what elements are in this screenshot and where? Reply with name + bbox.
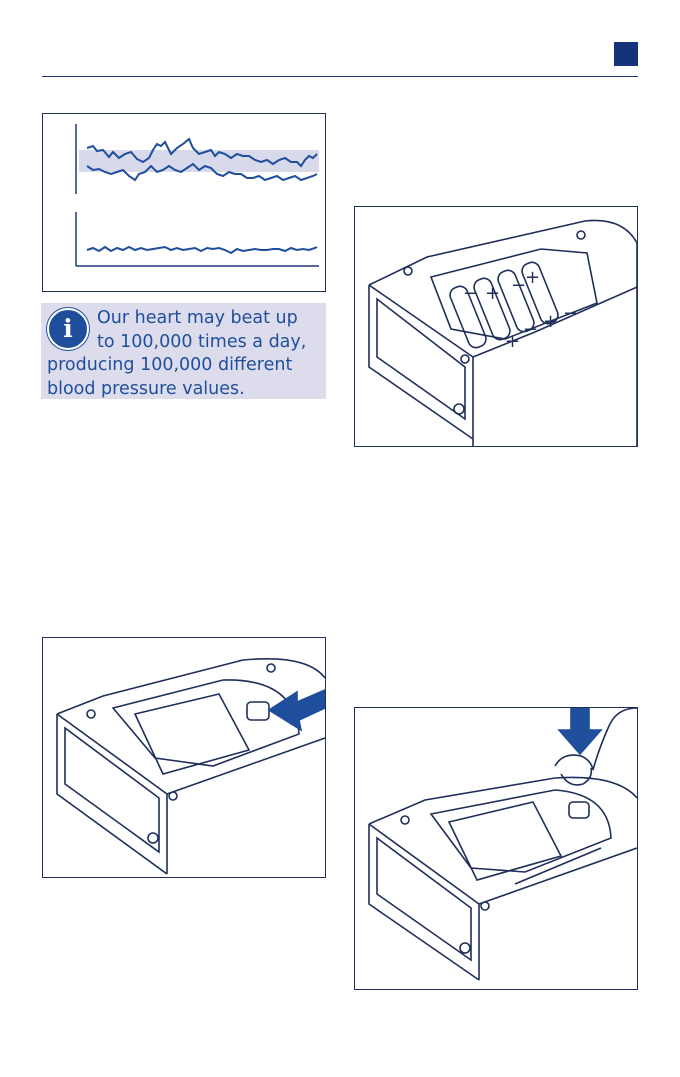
batteries-inserted-illustration: − + − + + − + − [354, 206, 638, 447]
screw-hole [461, 355, 469, 363]
battery-minus-3: − [511, 275, 526, 296]
bp-fluctuation-graph [42, 113, 326, 292]
port-circle [460, 943, 470, 953]
screw-hole [481, 902, 489, 910]
screw-hole [267, 664, 275, 672]
slide-cover-arrow-illustration [42, 637, 326, 878]
battery-minus-4: − [563, 303, 578, 324]
battery-plus-2: + [485, 283, 500, 304]
battery-minus-2: − [523, 319, 538, 340]
press-cover-finger-illustration [354, 707, 638, 990]
battery-cover [113, 680, 299, 766]
pulse-line [87, 247, 317, 253]
info-note: i Our heart may beat up to 100,000 times… [41, 303, 326, 399]
press-down-arrow-icon [559, 708, 601, 754]
slide-arrow-icon [269, 690, 325, 730]
cover-latch [247, 702, 269, 720]
port-circle [148, 833, 158, 843]
cover-label-recess [135, 694, 249, 774]
cover-latch [569, 802, 589, 818]
bp-graph-svg [43, 114, 325, 291]
screw-hole [169, 792, 177, 800]
device-left-side [369, 285, 473, 446]
screw-hole [87, 710, 95, 718]
screw-hole [401, 816, 409, 824]
device-top-edge [369, 220, 637, 446]
cover-label-recess [449, 802, 561, 880]
battery-plus-3: + [543, 311, 558, 332]
screw-hole [404, 267, 412, 275]
fingertip [561, 768, 591, 785]
battery-plus-1: + [505, 331, 520, 352]
section-tab-marker [614, 42, 638, 66]
info-icon: i [47, 308, 89, 350]
header-rule [42, 76, 638, 77]
device-display-panel [377, 299, 465, 419]
port-circle [454, 404, 464, 414]
device-front-edge [57, 714, 167, 874]
battery-plus-4: + [525, 267, 540, 288]
screw-hole [577, 231, 585, 239]
device-left-side [57, 714, 167, 874]
battery-minus-1: − [463, 283, 478, 304]
